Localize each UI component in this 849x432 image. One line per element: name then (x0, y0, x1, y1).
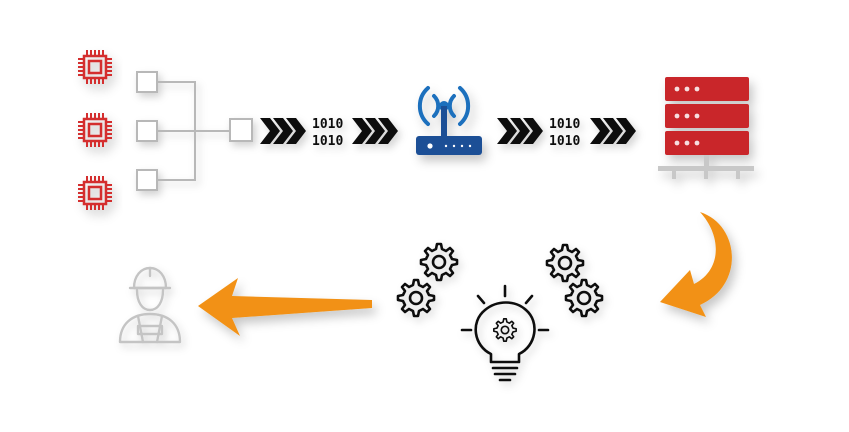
gear-cluster-icon (396, 242, 604, 318)
output-port-box (229, 118, 253, 142)
data-stream-left: 1010 1010 (260, 117, 398, 149)
lightbulb-gear-icon (460, 284, 550, 382)
server-rack-icon (658, 77, 754, 179)
curved-arrow-icon (660, 212, 732, 317)
gear-icon (493, 318, 517, 342)
input-port-box (136, 169, 158, 191)
gear-icon (564, 278, 604, 318)
arrow-left-icon (198, 278, 372, 336)
data-stream-right: 1010 1010 (497, 117, 636, 149)
engineer-icon (118, 266, 182, 344)
router-icon (416, 86, 482, 155)
microchip-icon (76, 111, 114, 149)
input-port-box (136, 120, 158, 142)
binary-text: 1010 (549, 117, 580, 132)
microchip-icon (76, 174, 114, 212)
binary-text: 1010 (549, 134, 580, 149)
gear-icon (396, 278, 436, 318)
input-port-box (136, 71, 158, 93)
gear-icon (545, 243, 585, 283)
sensor-chips (76, 48, 114, 212)
gear-icon (419, 242, 459, 282)
binary-text: 1010 (312, 134, 343, 149)
aggregator-connector (136, 71, 253, 191)
microchip-icon (76, 48, 114, 86)
binary-text: 1010 (312, 117, 343, 132)
